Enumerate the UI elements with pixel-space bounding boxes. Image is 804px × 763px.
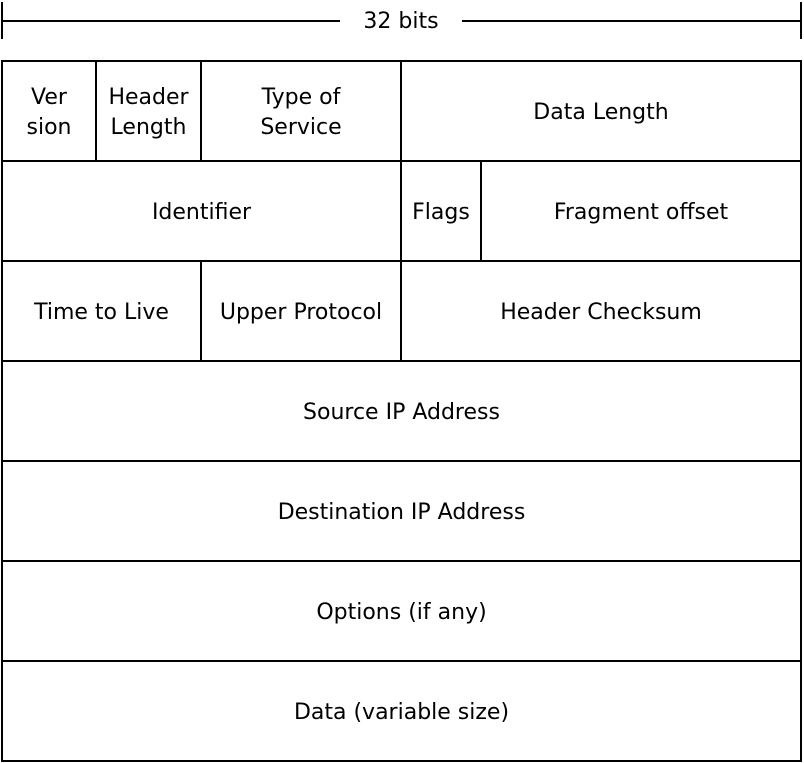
field-label: Length [111,115,187,140]
field-version: Ver sion [1,60,97,162]
field-label: Header [108,85,189,110]
field-label: Data (variable size) [294,700,509,725]
field-label: Type of [261,85,342,110]
field-label: Identifier [152,200,252,225]
field-header-checksum: Header Checksum [400,260,802,362]
field-options: Options (if any) [1,560,802,662]
field-label: Flags [412,200,470,225]
field-box [200,60,402,162]
field-data: Data (variable size) [1,660,802,762]
field-label: Time to Live [33,300,169,325]
width-indicator: 32 bits [1,2,802,39]
width-label: 32 bits [363,9,438,34]
field-data-length: Data Length [400,60,802,162]
field-label: Header Checksum [500,300,702,325]
field-label: Upper Protocol [220,300,382,325]
field-fragment-offset: Fragment offset [480,160,802,262]
field-label: Destination IP Address [278,500,526,525]
field-upper-protocol: Upper Protocol [200,260,402,362]
field-time-to-live: Time to Live [1,260,202,362]
field-label: Fragment offset [554,200,729,225]
field-box [1,660,802,762]
field-label: Service [260,115,341,140]
field-label: Data Length [533,100,668,125]
field-label: sion [27,115,72,140]
field-box [95,60,202,162]
field-destination-ip-address: Destination IP Address [1,460,802,562]
field-flags: Flags [400,160,482,262]
field-label: Source IP Address [303,400,500,425]
field-identifier: Identifier [1,160,402,262]
field-source-ip-address: Source IP Address [1,360,802,462]
field-box [1,60,97,162]
field-type-of-service: Type of Service [200,60,402,162]
field-label: Ver [31,85,68,110]
field-label: Options (if any) [316,600,486,625]
